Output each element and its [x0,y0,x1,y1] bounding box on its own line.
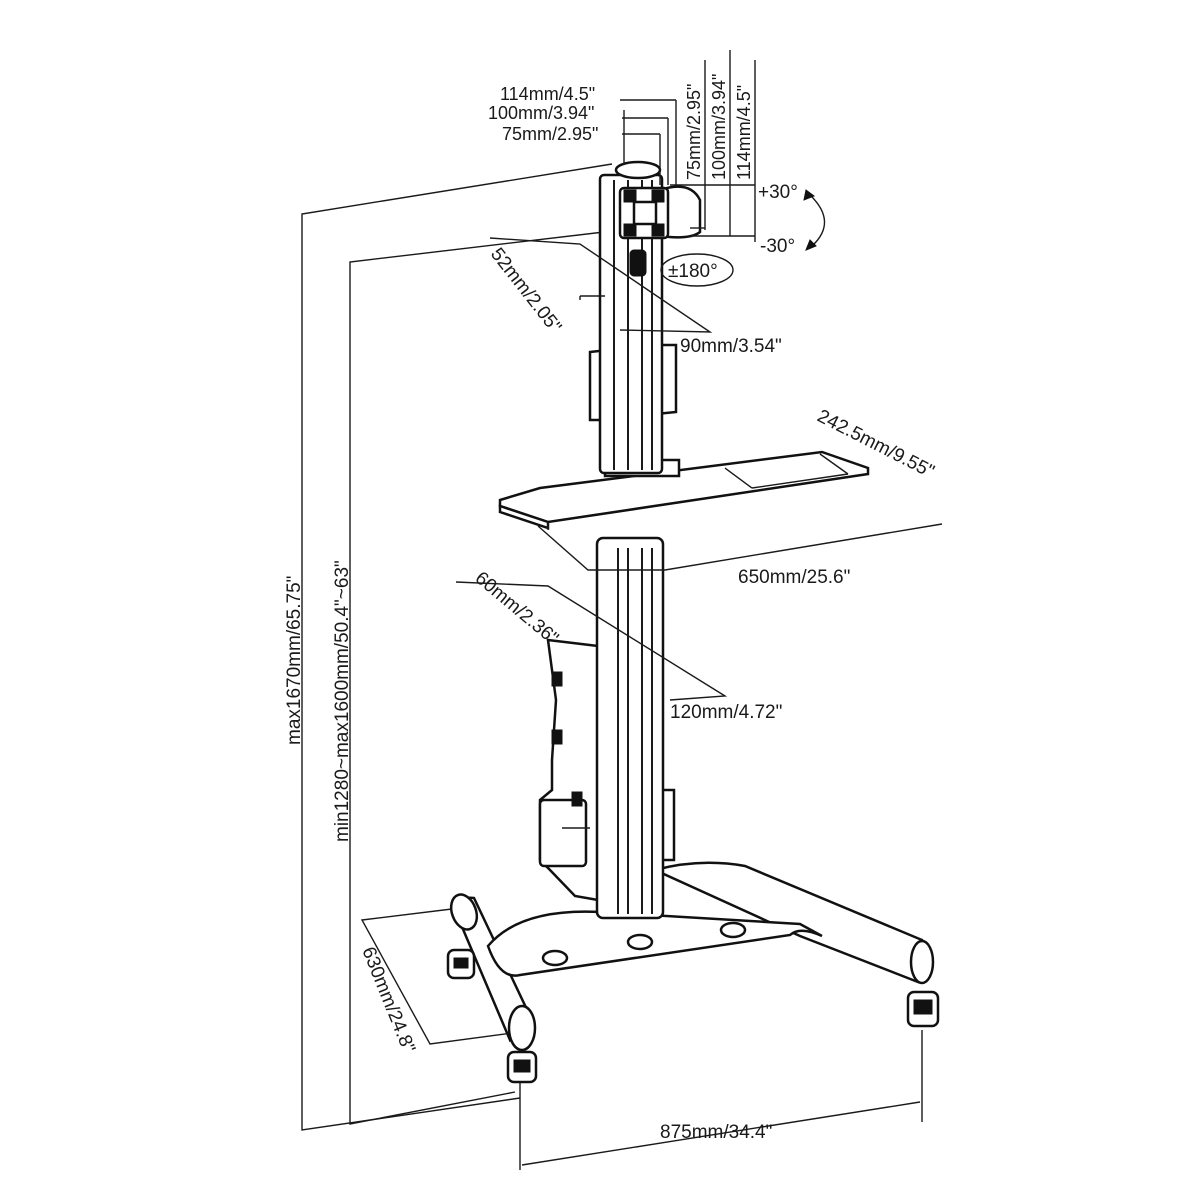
caster-rear-left [446,948,476,980]
lower-width-label: 120mm/4.72" [670,702,782,723]
vesa-v-100-label: 100mm/3.94" [709,74,729,180]
upper-column [588,160,678,475]
vesa-h-114-label: 114mm/4.5" [500,84,595,104]
vesa-v-75-label: 75mm/2.95" [684,84,704,180]
base-depth-dimension [360,907,521,1045]
base-width-dimension [519,1030,923,1170]
column-depth-label: 52mm/2.05" [486,244,565,337]
vesa-h-100-label: 100mm/3.94" [488,103,594,123]
shelf-width-label: 650mm/25.6" [738,567,850,588]
base-width-label: 875mm/34.4" [660,1122,772,1143]
vesa-v-114-label: 114mm/4.5" [734,85,754,180]
vesa-h-75-label: 75mm/2.95" [502,124,598,144]
max-height-label: max1670mm/65.75" [284,576,305,745]
tilt-down-label: -30° [760,236,795,257]
rotate-label: ±180° [668,261,718,282]
lower-column [595,536,665,920]
vesa-mount-head [618,185,702,277]
column-dimension-planes [455,237,943,701]
caster-front-left [506,1050,538,1084]
base-depth-label: 630mm/24.8" [357,944,419,1056]
column-width-label: 90mm/3.54" [680,336,782,357]
vesa-dimension-lines [620,50,826,287]
base-frame [446,861,940,1084]
height-range-label: min1280~max1600mm/50.4"~63" [332,560,353,842]
height-dimension-lines [301,163,613,1131]
cpu-holder [538,638,676,902]
lower-depth-label: 60mm/2.36" [471,568,562,650]
caster-rear-right [906,990,940,1028]
work-shelf [498,450,870,530]
tilt-up-label: +30° [758,182,798,203]
